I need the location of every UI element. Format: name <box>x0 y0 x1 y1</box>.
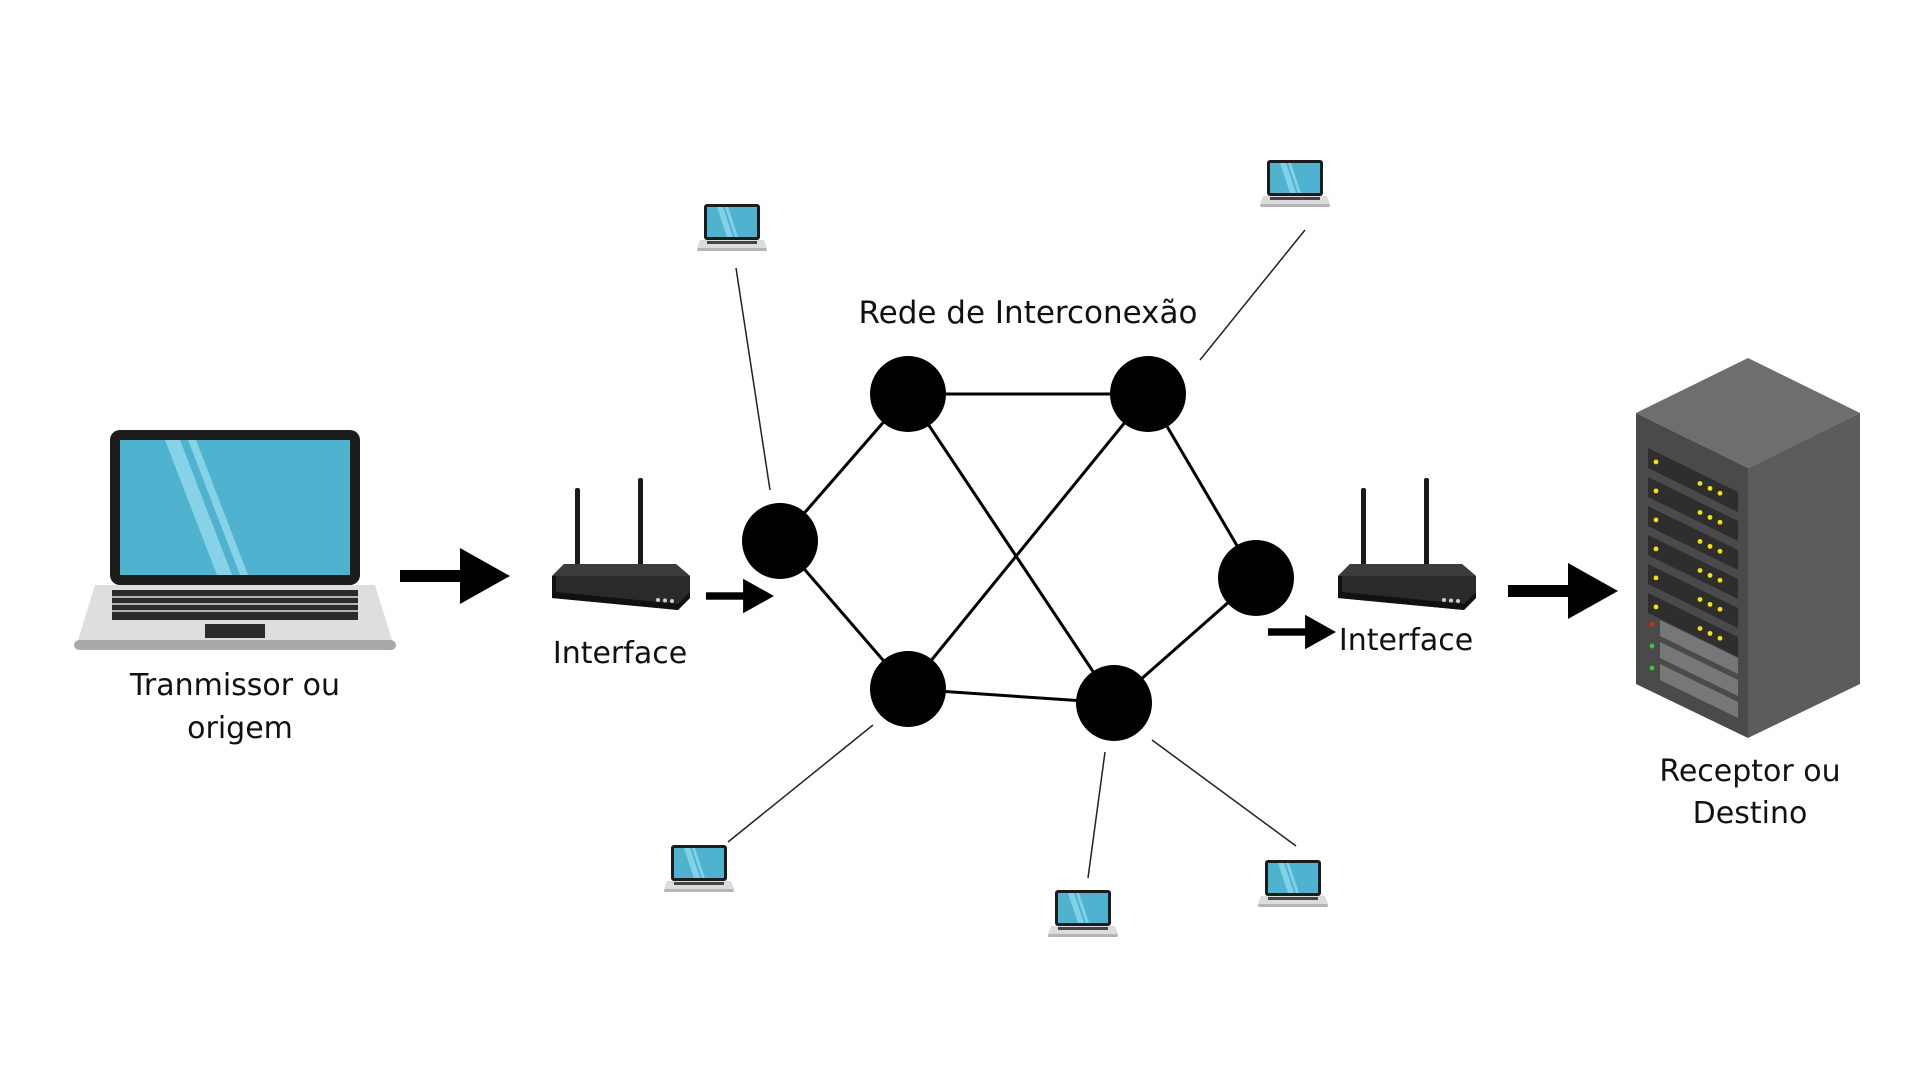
network-node <box>1110 356 1186 432</box>
router-icon <box>552 478 690 610</box>
arrow-right-icon <box>400 548 510 604</box>
interface-out-label: Interface <box>1339 623 1473 658</box>
router-icon <box>1338 478 1476 610</box>
rack-unit <box>1648 593 1738 657</box>
drive-bay <box>1660 620 1738 674</box>
network-node <box>870 356 946 432</box>
sender-label-line2: origem <box>187 711 293 746</box>
receiver-label-line1: Receptor ou <box>1659 754 1840 789</box>
laptop-icon <box>664 845 734 892</box>
drive-bay <box>1660 642 1738 696</box>
rack-unit <box>1648 448 1738 512</box>
arrow-right-icon <box>1268 614 1336 650</box>
status-led <box>1649 665 1655 671</box>
network-title: Rede de Interconexão <box>858 295 1197 331</box>
network-node <box>1076 665 1152 741</box>
network-node <box>1218 540 1294 616</box>
network-node <box>870 651 946 727</box>
laptop-icon <box>1258 860 1328 907</box>
rack-unit <box>1648 477 1738 541</box>
rack-unit <box>1648 506 1738 570</box>
rack-unit <box>1648 564 1738 628</box>
network-node <box>742 503 818 579</box>
server-rack-icon <box>1636 358 1860 738</box>
laptop-icon <box>1260 160 1330 207</box>
sender-label-line1: Tranmissor ou <box>129 668 340 703</box>
status-led <box>1649 621 1655 627</box>
peripheral-links <box>727 229 1306 879</box>
receiver-label-line2: Destino <box>1693 796 1808 831</box>
arrow-right-icon <box>706 578 774 614</box>
network-nodes <box>742 356 1294 741</box>
status-led <box>1649 643 1655 649</box>
network-edge <box>906 393 1116 704</box>
rack-unit <box>1648 535 1738 599</box>
drive-bay <box>1660 664 1738 718</box>
laptop-icon <box>74 430 396 650</box>
network-edge <box>906 393 1150 690</box>
laptop-icon <box>697 204 767 251</box>
network-edges <box>778 392 1258 705</box>
laptop-icon <box>1048 890 1118 937</box>
arrow-right-icon <box>1508 563 1618 619</box>
interface-in-label: Interface <box>553 636 687 671</box>
